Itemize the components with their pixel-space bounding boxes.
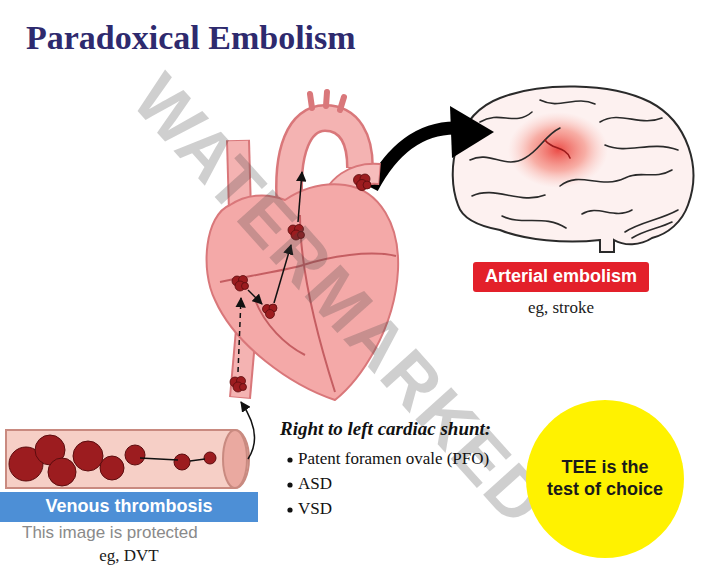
flow-line (140, 458, 205, 461)
clot-blob (73, 441, 103, 471)
bullet-dot (287, 507, 292, 512)
label-holder: Right to left cardiac shunt: (280, 418, 491, 441)
label-holder: ASD (298, 474, 332, 494)
flow-line (248, 290, 262, 304)
embolus (354, 174, 372, 191)
embolus-arrow (372, 128, 455, 188)
label-holder: VSD (298, 499, 332, 519)
infarct-spot (508, 112, 608, 188)
embolus (232, 276, 249, 292)
label-holder: Patent foramen ovale (PFO) (298, 449, 489, 469)
gyrus-line (600, 118, 662, 122)
test-circle: TEE is the test of choice (526, 400, 684, 558)
title-holder: Paradoxical Embolism (26, 18, 356, 59)
brain-outline (453, 86, 694, 252)
example-note: eg, DVT (0, 546, 258, 566)
clot-blob (125, 445, 145, 465)
gyrus-line (472, 193, 545, 198)
clot-blob (204, 452, 216, 464)
embolus (263, 304, 278, 319)
brain-gyri (470, 100, 678, 238)
gyrus-line (582, 210, 632, 214)
embolus (230, 377, 247, 393)
box-heading: Arterial embolism (473, 262, 649, 292)
clot-blob (100, 456, 124, 480)
bullet-dot (287, 482, 292, 487)
clot-blob (48, 458, 76, 486)
embolus-arrow-head (450, 106, 494, 158)
label-holder: This image is protected (22, 523, 198, 543)
thrombus (9, 435, 216, 486)
infarct-line (545, 140, 570, 158)
list-item: VSD (298, 499, 332, 519)
aortic-branches (310, 92, 344, 110)
dashed-flow-line (238, 298, 241, 372)
list-item: ASD (298, 474, 332, 494)
brain-figure (453, 86, 694, 252)
box-heading: Venous thrombosis (0, 492, 258, 522)
gyrus-line (605, 145, 678, 150)
gyrus-line (502, 216, 566, 228)
gyrus-line (540, 100, 595, 104)
embolism-box: Arterial embolism eg, stroke (452, 262, 670, 318)
clot-blob (174, 454, 190, 470)
gyrus-line (480, 112, 532, 122)
vein-figure (6, 430, 249, 488)
gyrus-line (560, 170, 672, 186)
diagram-title: Paradoxical Embolism (26, 18, 356, 59)
vein-opening (223, 430, 247, 488)
cerebellum-line (625, 210, 678, 232)
thrombosis-box: Venous thrombosis eg, DVT (0, 492, 258, 566)
protection-note: This image is protected (22, 523, 198, 543)
bullet-dot (287, 457, 292, 462)
circle-text: TEE is the test of choice (543, 457, 667, 500)
flow-line (241, 402, 254, 459)
example-note: eg, stroke (452, 298, 670, 318)
vein-wall (6, 430, 249, 488)
list-item: Patent foramen ovale (PFO) (298, 449, 489, 469)
shunt-heading: Right to left cardiac shunt: (280, 418, 491, 441)
cerebellum-line (632, 222, 672, 238)
